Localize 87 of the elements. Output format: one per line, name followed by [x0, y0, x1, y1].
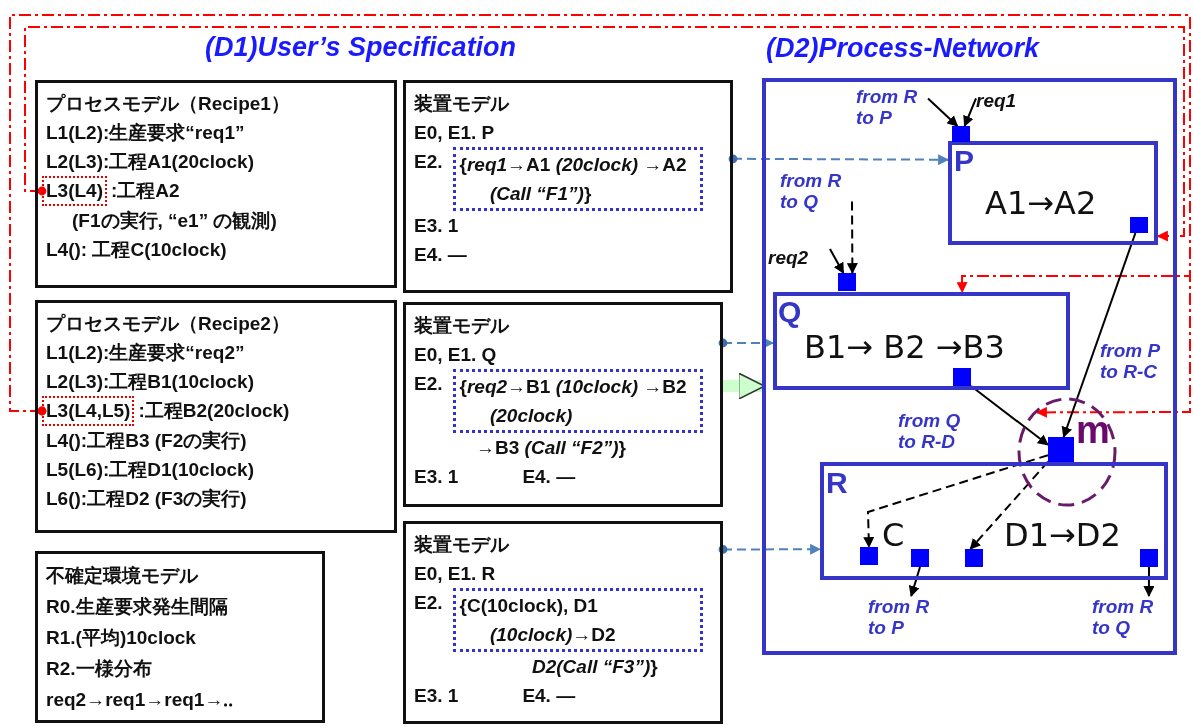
step-sequence: B1→ B2 →B3	[804, 330, 1005, 366]
arrow	[1061, 232, 1137, 439]
panel-text: L4():工程B3 (F2の実行)	[46, 429, 247, 453]
section-heading: (D2)Process-Network	[766, 34, 1040, 64]
panel-text: R1.(平均)10clock	[46, 626, 196, 650]
port-marker	[1048, 437, 1074, 463]
sequence-frame: {req1→A1 (20clock) →A2 (Call “F1”)}	[452, 147, 703, 211]
panel-text: :工程A2	[111, 179, 180, 203]
unit-label: P	[954, 144, 974, 177]
model-panel	[403, 521, 723, 724]
panel-text: L6():工程D2 (F3の実行)	[46, 487, 247, 511]
flow-label: from R to P	[868, 596, 940, 638]
highlighted-step: L3(L4,L5)	[42, 396, 135, 426]
unit-label: R	[826, 466, 848, 499]
process-frame	[773, 292, 1070, 390]
panel-text: E0, E1. P	[414, 121, 495, 145]
panel-text: R0.生産要求発生間隔	[46, 595, 228, 619]
dashed-arrow	[24, 26, 1185, 242]
panel-text: 装置モデル	[414, 533, 509, 557]
panel-text: req2→req1→req1→‥	[46, 688, 234, 712]
model-panel	[35, 80, 397, 288]
port-marker	[953, 368, 971, 386]
dashed-arrow	[863, 454, 1049, 549]
panel-text: L1(L2):生産要求“req2”	[46, 341, 245, 365]
sequence-frame: {C(10clock), D1 (10clock)→D2	[452, 588, 703, 652]
flow-label: from R to Q	[780, 170, 852, 212]
section-heading: (D1)User’s Specification	[205, 32, 517, 63]
panel-text: E0, E1. R	[414, 562, 496, 586]
panel-text: プロセスモデル（Recipe2）	[46, 312, 290, 336]
panel-text: L4(): 工程C(10clock)	[46, 238, 227, 262]
model-panel	[403, 80, 733, 293]
dashed-arrow	[728, 154, 950, 166]
panel-text: E4. —	[522, 465, 576, 489]
panel-text: 不確定環境モデル	[46, 564, 198, 588]
panel-text: E0, E1. Q	[414, 343, 497, 367]
dashed-arrow	[846, 200, 858, 275]
unit-label: Q	[778, 295, 802, 328]
request-label: req1	[976, 90, 1032, 111]
panel-text: E2.	[414, 150, 443, 174]
panel-text: →B3 (Call “F2”)}	[476, 436, 626, 460]
model-panel	[403, 302, 723, 507]
request-label: req2	[768, 247, 830, 268]
panel-text: 装置モデル	[414, 314, 509, 338]
panel-text: プロセスモデル（Recipe1）	[46, 92, 290, 116]
panel-text: R2.一様分布	[46, 657, 152, 681]
panel-text: :工程B2(20clock)	[138, 399, 290, 423]
port-marker	[1130, 217, 1148, 233]
flow-label: from R to Q	[1092, 596, 1164, 638]
arrow	[1143, 566, 1155, 598]
dashed-arrow	[969, 460, 1049, 550]
unit-label: m	[1076, 410, 1110, 452]
panel-text: L5(L6):工程D1(10clock)	[46, 458, 254, 482]
step-sequence: A1→A2	[985, 186, 1097, 222]
port-marker	[838, 273, 856, 291]
panel-text: E3. 1	[414, 465, 459, 489]
panel-text: E2.	[414, 372, 443, 396]
port-marker	[965, 549, 983, 567]
panel-text: L2(L3):工程A1(20clock)	[46, 150, 254, 174]
process-frame	[948, 141, 1158, 245]
port-marker	[1140, 549, 1158, 567]
port-marker	[911, 549, 929, 567]
panel-text: 装置モデル	[414, 92, 509, 116]
panel-text: E4. —	[522, 684, 576, 708]
port-marker	[860, 547, 878, 565]
panel-text: L2(L3):工程B1(10clock)	[46, 370, 254, 394]
panel-text: (F1の実行, “e1” の観測)	[72, 209, 277, 233]
arrow	[908, 566, 921, 598]
panel-text: E3. 1	[414, 214, 459, 238]
step-sequence: C	[882, 518, 905, 554]
arrow	[927, 97, 959, 127]
flow-label: from R to P	[856, 86, 928, 128]
panel-text: E2.	[414, 591, 443, 615]
port-marker	[952, 126, 970, 142]
panel-text: D2(Call “F3”)}	[532, 655, 658, 679]
panel-text: E4. —	[414, 243, 467, 267]
panel-text: L1(L2):生産要求“req1”	[46, 121, 245, 145]
model-panel	[35, 551, 325, 723]
model-panel	[35, 300, 397, 533]
panel-text: E3. 1	[414, 684, 459, 708]
arrow	[963, 97, 977, 127]
dashed-arrow	[718, 337, 775, 349]
dashed-arrow	[718, 543, 822, 555]
process-frame	[820, 462, 1168, 580]
arrow	[829, 248, 845, 274]
step-sequence: D1→D2	[1004, 518, 1121, 554]
sequence-frame: {req2→B1 (10clock) →B2 (20clock)	[452, 369, 703, 433]
highlighted-step: L3(L4)	[42, 176, 107, 206]
